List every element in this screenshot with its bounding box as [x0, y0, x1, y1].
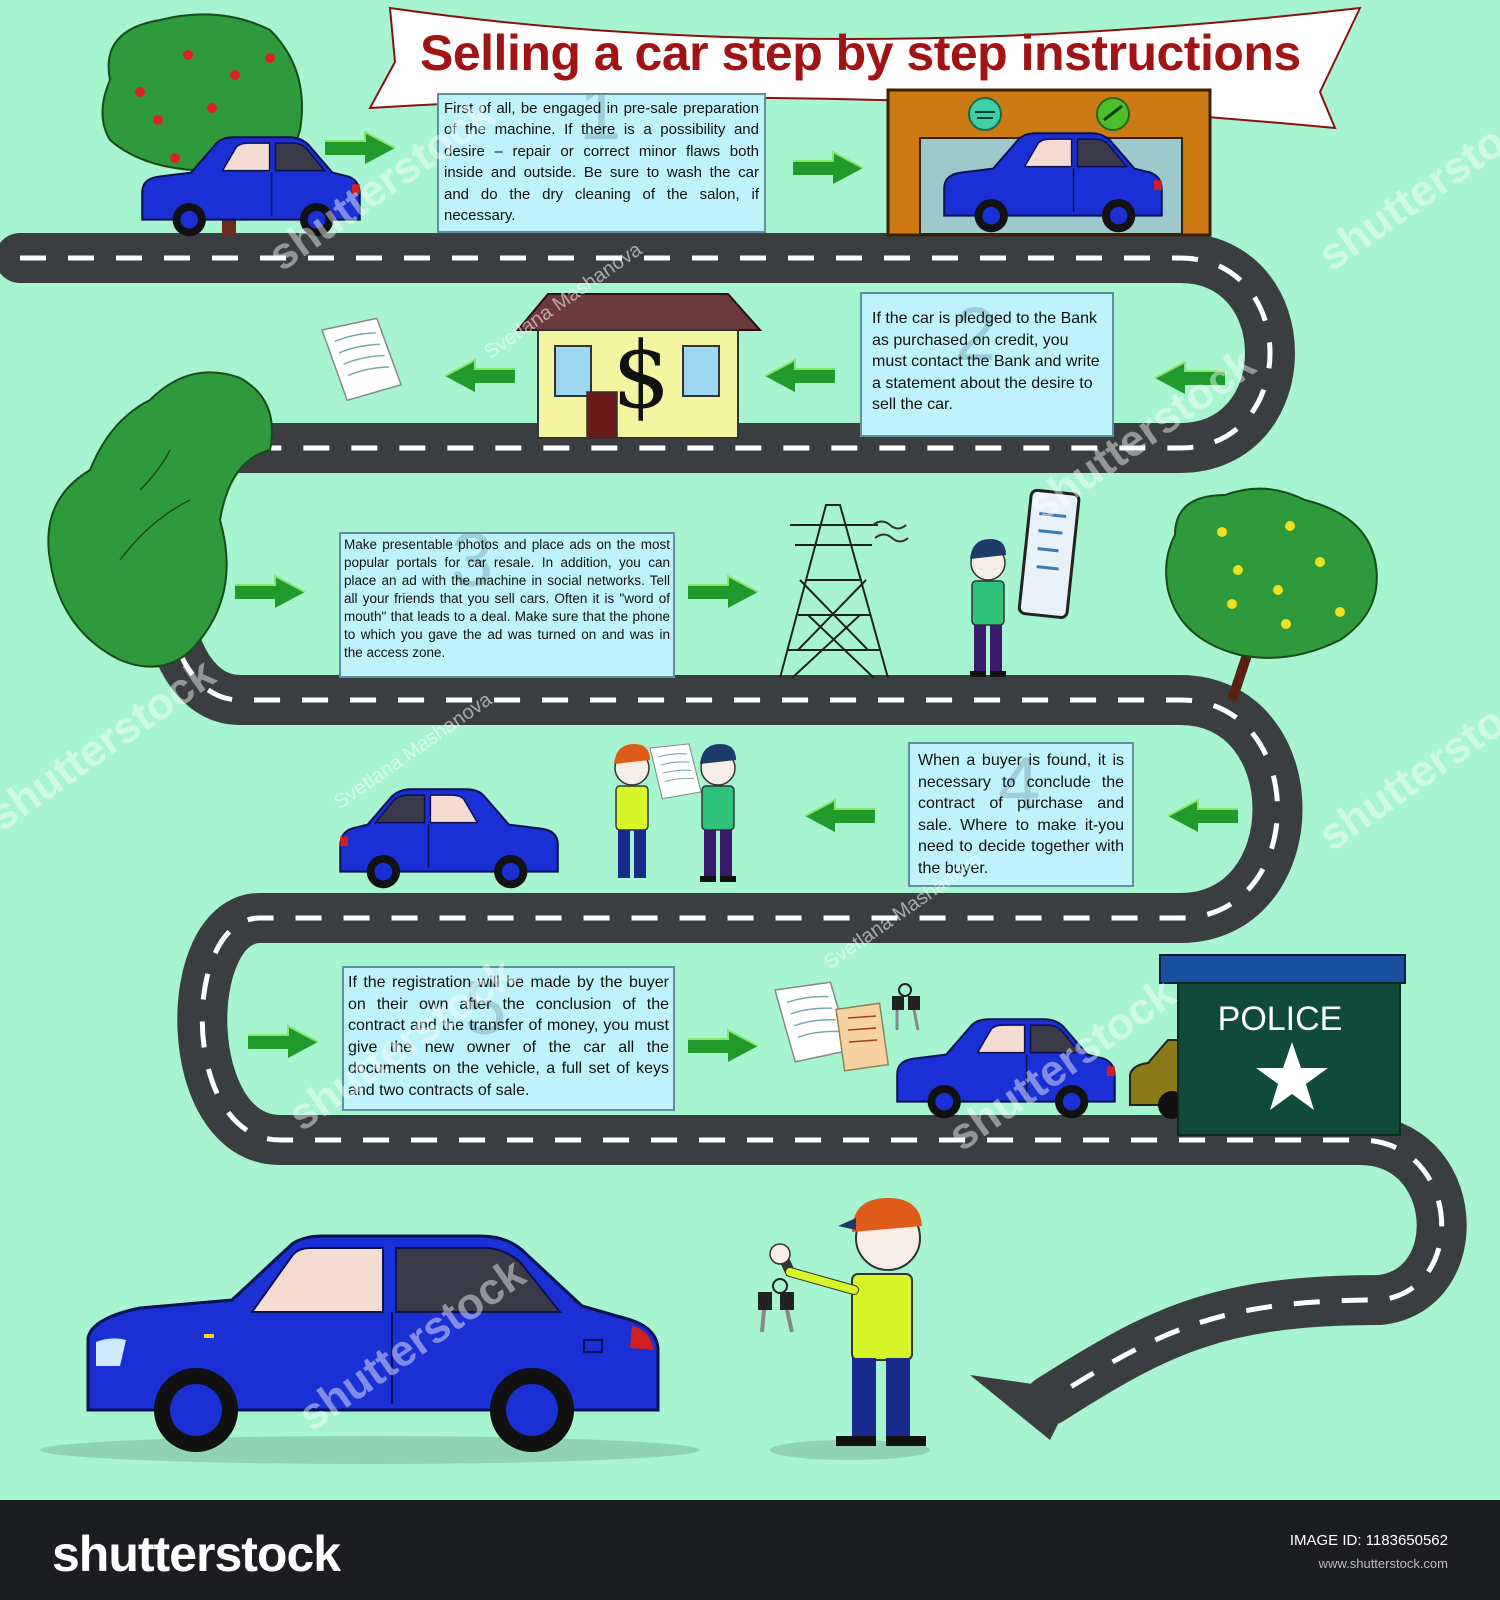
- arrow-icon: [764, 359, 836, 393]
- step-1-text: First of all, be engaged in pre-sale pre…: [444, 100, 759, 225]
- transmission-tower: [779, 504, 909, 679]
- dollar-sign: $: [612, 322, 671, 429]
- arrow-icon: [1154, 361, 1226, 395]
- step-5-box: 5 If the registration will be made by th…: [342, 966, 675, 1111]
- final-keys-icon: [758, 1278, 794, 1333]
- step-3-box: 3 Make presentable photos and place ads …: [339, 532, 675, 678]
- arrow-icon: [324, 131, 396, 165]
- arrow-icon: [804, 799, 876, 833]
- car-police-icon: [896, 1018, 1116, 1120]
- police-label: POLICE: [1217, 1000, 1343, 1038]
- step-3-text: Make presentable photos and place ads on…: [344, 537, 670, 660]
- seller-person-icon: [614, 744, 650, 878]
- person-with-phone-icon: [969, 538, 1007, 678]
- police-station: [1159, 954, 1406, 1136]
- apple-tree: [101, 13, 303, 235]
- arrow-icon: [444, 359, 516, 393]
- phone-icon: [1017, 488, 1081, 619]
- arrow-icon: [1167, 799, 1239, 833]
- final-person-icon: [769, 1198, 926, 1446]
- step-2-text: If the car is pledged to the Bank as pur…: [872, 310, 1100, 413]
- footer-brand-logo: shutterstock: [52, 1526, 341, 1582]
- step-1-box: 1 First of all, be engaged in pre-sale p…: [437, 93, 766, 233]
- road: [0, 233, 1467, 1440]
- arrow-icon: [687, 1029, 759, 1063]
- arrow-icon: [247, 1025, 319, 1059]
- step-5-text: If the registration will be made by the …: [348, 974, 669, 1099]
- keys-icon: [892, 983, 920, 1031]
- step-2-box: 2 If the car is pledged to the Bank as p…: [860, 292, 1114, 437]
- arrow-icon: [792, 151, 864, 185]
- document-icon: [321, 315, 403, 404]
- page-title: Selling a car step by step instructions: [420, 25, 1301, 81]
- big-tree: [47, 371, 273, 668]
- contract-icon: [649, 742, 702, 801]
- vehicle-document-icon: [835, 1002, 890, 1072]
- final-car-icon: [86, 1234, 660, 1452]
- arrow-icon: [687, 575, 759, 609]
- footer-image-id: IMAGE ID: 1183650562: [1289, 1532, 1448, 1549]
- car-shadow: [40, 1436, 700, 1464]
- arrow-icon: [234, 575, 306, 609]
- footer-bar: [0, 1500, 1500, 1600]
- step-4-text: When a buyer is found, it is necessary t…: [918, 752, 1124, 877]
- footer-url: www.shutterstock.com: [1318, 1556, 1448, 1571]
- buyer-person-icon: [699, 743, 737, 883]
- car-sale-icon: [339, 788, 559, 890]
- lemon-tree: [1165, 487, 1378, 702]
- bank-house: [515, 293, 763, 439]
- step-4-box: 4 When a buyer is found, it is necessary…: [908, 742, 1134, 887]
